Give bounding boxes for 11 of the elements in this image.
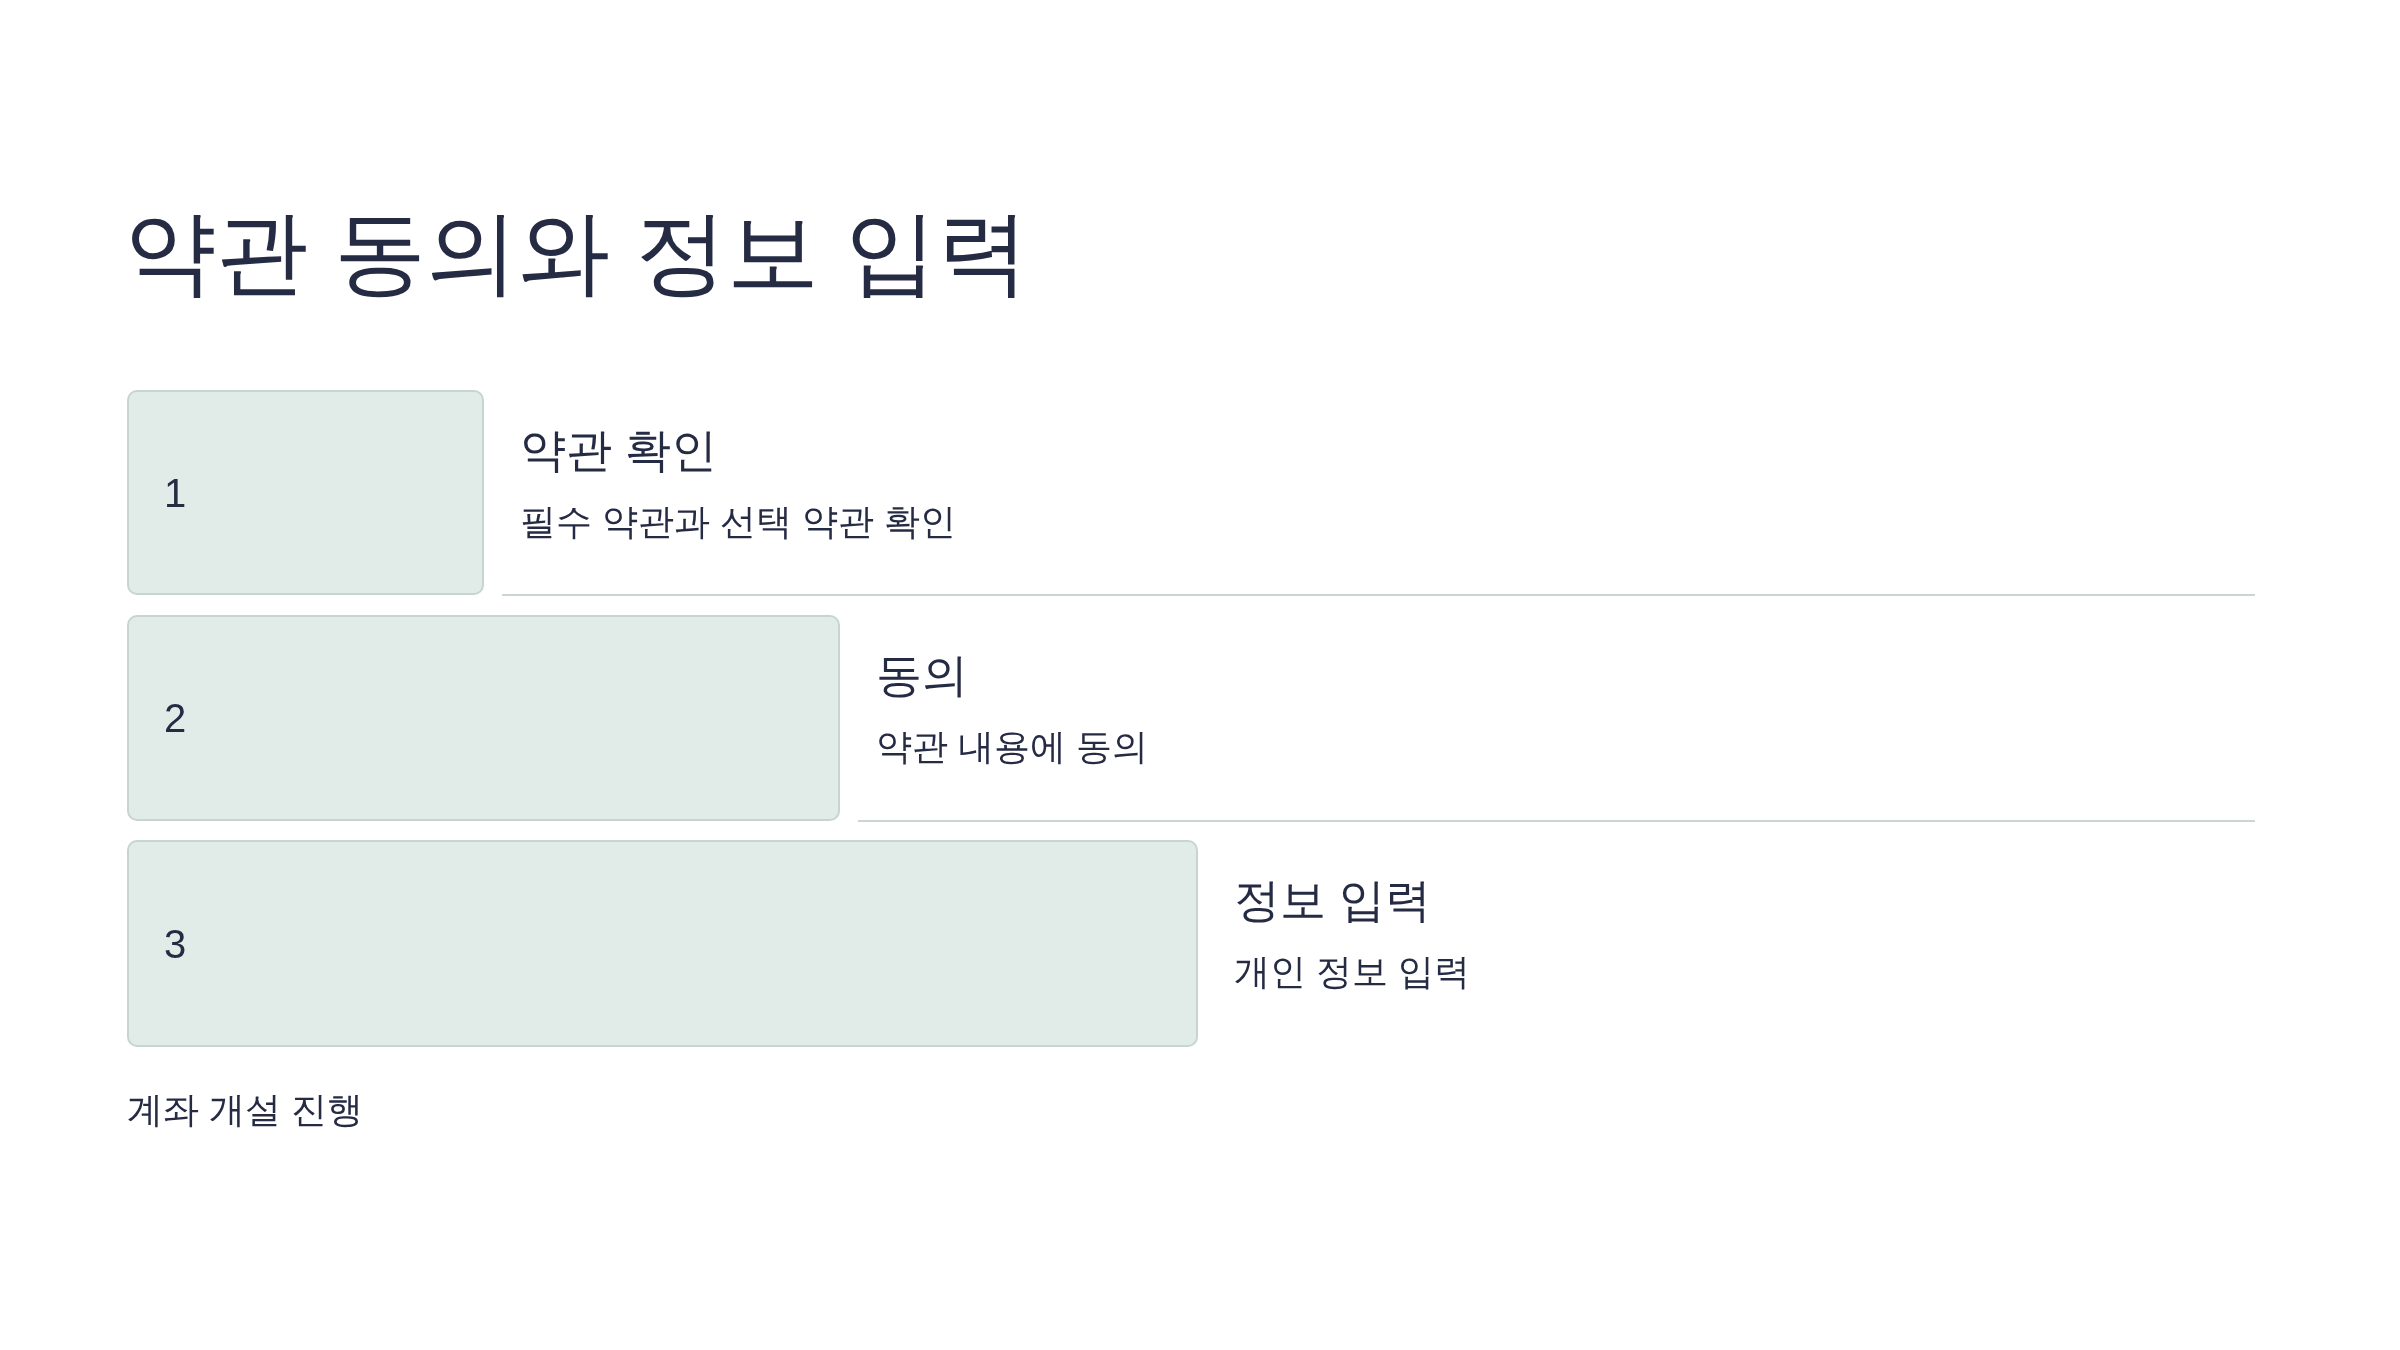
title-text: 약관 동의와 정보 입력 bbox=[124, 206, 1029, 298]
step-description: 약관 내용에 동의 bbox=[876, 729, 1148, 765]
step-description: 개인 정보 입력 bbox=[1234, 954, 1470, 990]
step-title: 동의 bbox=[876, 652, 968, 698]
step-box: 2 bbox=[127, 615, 840, 821]
note-text: 계좌 개설 진행 bbox=[127, 1092, 363, 1128]
step-title: 정보 입력 bbox=[1234, 877, 1431, 923]
step-box: 1 bbox=[127, 390, 484, 595]
step-box: 3 bbox=[127, 840, 1198, 1047]
step-title: 약관 확인 bbox=[520, 427, 717, 473]
step-description: 필수 약관과 선택 약관 확인 bbox=[520, 504, 956, 540]
